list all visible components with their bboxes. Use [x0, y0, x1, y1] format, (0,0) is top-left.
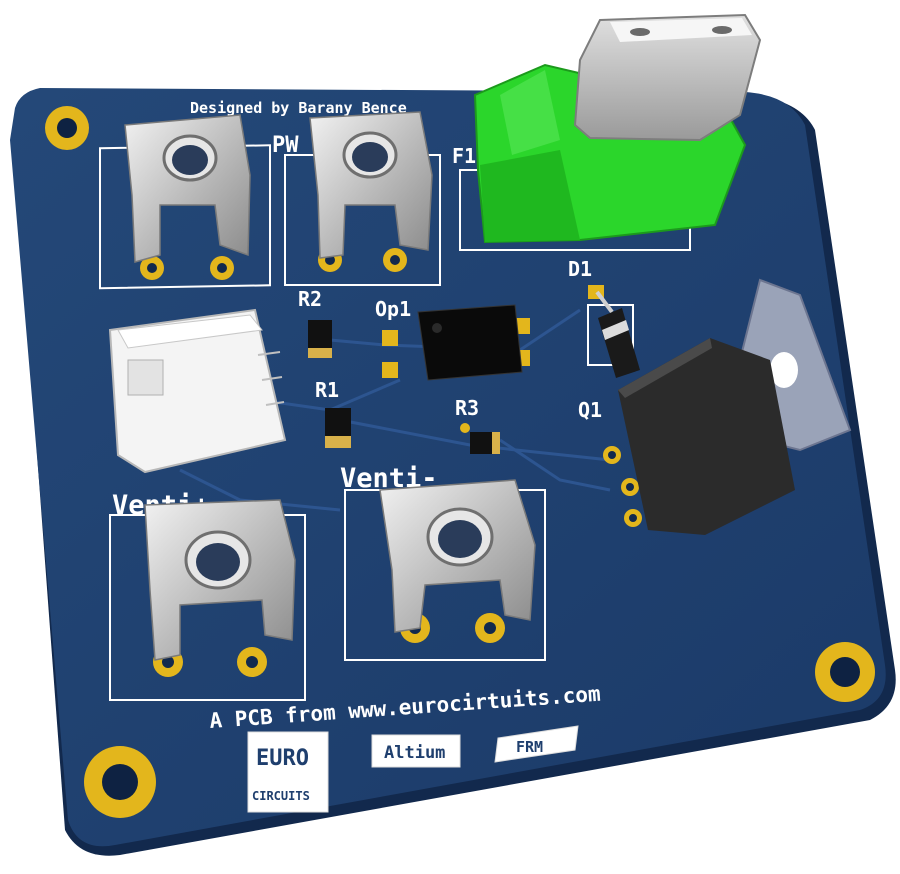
frm-logo: FRM [494, 725, 579, 763]
label-op1: Op1 [375, 297, 411, 321]
screw-terminal-icon [309, 111, 433, 259]
usb-c-connector-icon [573, 13, 762, 142]
altium-logo-text: Altium [384, 743, 445, 763]
label-pwr: PW [272, 133, 299, 158]
label-r1: R1 [315, 378, 339, 402]
to220-transistor-icon [618, 278, 852, 535]
smd-resistor-icon [325, 408, 351, 448]
mounting-hole-icon [45, 106, 89, 150]
label-f1: F1 [452, 144, 476, 168]
opto-ic-icon [417, 304, 523, 381]
frm-logo-text: FRM [516, 738, 543, 756]
label-d1: D1 [568, 257, 592, 281]
smd-resistor-icon [470, 432, 500, 454]
mounting-hole-icon [815, 642, 875, 702]
credit-text: Designed by Barany Bence [190, 99, 407, 117]
diode-icon [595, 290, 640, 378]
label-r3: R3 [455, 396, 479, 420]
eurocircuits-logo: EURO CIRCUITS [247, 731, 329, 813]
label-r2: R2 [298, 287, 322, 311]
eurocircuits-logo-top: EURO [256, 746, 309, 771]
screw-terminal-icon [379, 479, 536, 633]
jst-connector-icon [108, 308, 287, 474]
altium-logo: Altium [371, 734, 461, 768]
eurocircuits-logo-bottom: CIRCUITS [252, 789, 310, 803]
screw-terminal-icon [124, 114, 251, 263]
label-q1: Q1 [578, 398, 602, 422]
mounting-hole-icon [84, 746, 156, 818]
smd-resistor-icon [308, 320, 332, 358]
screw-terminal-icon [144, 499, 296, 661]
